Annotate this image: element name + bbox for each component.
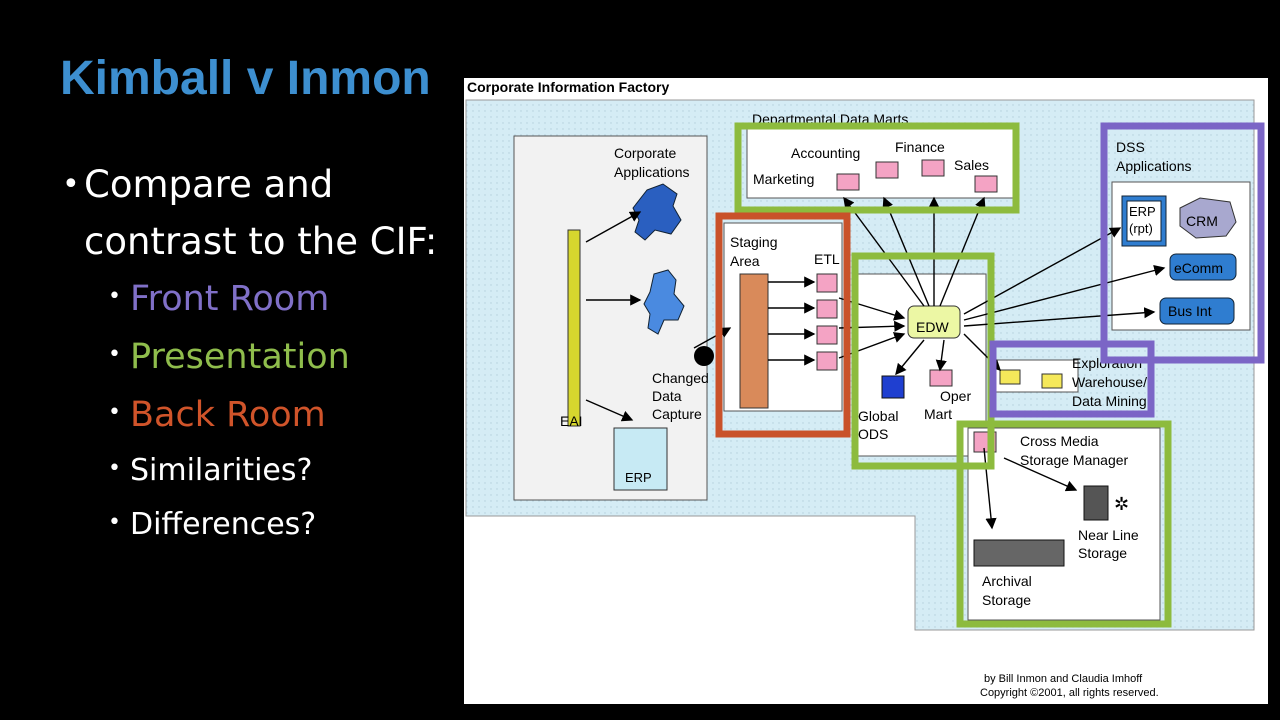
archival-tapes [973,539,1065,567]
changed-data-capture-dot [694,346,714,366]
near-line-disks [1083,485,1109,521]
oper-mart-cylinder [929,369,953,387]
credit-line-1: by Bill Inmon and Claudia Imhoff [984,673,1143,685]
cross-media-label: Cross Media [1020,433,1099,449]
staging-area-bar [739,273,769,409]
data-label: Data [652,388,682,404]
applications-label: Applications [614,164,690,180]
eai-label: EAI [560,413,583,429]
bullet-list: Compare and contrast to the CIF: Front R… [62,156,462,552]
front-room-highlight-exploration [989,340,1155,418]
finance-label: Finance [895,139,945,155]
main-bullet: Compare and contrast to the CIF: [62,156,462,270]
edw-label: EDW [916,319,949,335]
cif-diagram-svg: Corporate Information Factory Department… [464,78,1268,704]
ods-label: ODS [858,426,888,442]
diagram-title: Corporate Information Factory [467,79,669,95]
bullet-front-room: Front Room [108,268,462,328]
erp-label: ERP [625,470,652,485]
archival-storage-label: Storage [982,592,1031,608]
slide-title: Kimball v Inmon [60,52,431,105]
erp-rpt-inner [1126,200,1162,242]
etl-block-2 [816,299,838,319]
etl-block-3 [816,325,838,345]
area-label: Area [730,253,760,269]
exploration-cylinder-2 [1041,373,1063,389]
ecomm-label: eComm [1174,260,1223,276]
accounting-label: Accounting [791,145,860,161]
near-line-gear-icon: ✲ [1114,494,1129,514]
corporate-app-blob-2 [643,269,685,335]
sales-cylinder [974,175,998,193]
mart-cylinders [836,159,998,193]
bullet-presentation: Presentation [108,326,462,386]
sales-label: Sales [954,157,989,173]
presentation-highlight-storage [956,420,1172,628]
etl-block-1 [816,273,838,293]
bullet-differences: Differences? [108,496,462,552]
rpt-label: (rpt) [1129,221,1153,236]
accounting-cylinder [875,161,899,179]
staging-label: Staging [730,234,777,250]
dss-applications-label: Applications [1116,158,1192,174]
storage-manager-label: Storage Manager [1020,452,1129,468]
flow-arrows [585,196,1166,530]
crm-label: CRM [1186,213,1218,229]
bullet-similarities: Similarities? [108,442,462,498]
archival-label: Archival [982,573,1032,589]
exploration-cylinder-1 [999,369,1021,385]
front-room-highlight-dss [1100,122,1265,364]
etl-stack [816,273,838,371]
presentation-highlight-data-marts [734,122,1020,214]
etl-block-4 [816,351,838,371]
erp-box [613,427,668,491]
warehouse-label: Warehouse/ [1072,374,1147,390]
back-room-highlight-staging [715,212,851,438]
oper-label: Oper [940,388,971,404]
changed-label: Changed [652,370,709,386]
global-ods-cylinder [881,375,905,399]
storage-box [967,427,1161,621]
bus-int-label: Bus Int [1168,303,1212,319]
credit-line-2: Copyright ©2001, all rights reserved. [980,687,1159,699]
corporate-label: Corporate [614,145,676,161]
eai-bar [567,229,581,427]
crm-blob [1179,197,1237,239]
dss-label: DSS [1116,139,1145,155]
finance-cylinder [921,159,945,177]
etl-label: ETL [814,251,840,267]
erp-rpt-label: ERP [1129,204,1156,219]
marketing-cylinder [836,173,860,191]
capture-label: Capture [652,406,702,422]
cif-diagram: Corporate Information Factory Department… [464,78,1268,704]
ecomm-shape [1169,253,1237,281]
global-label: Global [858,408,898,424]
mart-label: Mart [924,406,952,422]
near-line-storage-label: Storage [1078,545,1127,561]
data-mining-label: Data Mining [1072,393,1147,409]
bus-int-shape [1159,297,1235,325]
near-line-label: Near Line [1078,527,1139,543]
marketing-label: Marketing [753,171,814,187]
bullet-back-room: Back Room [108,384,462,444]
